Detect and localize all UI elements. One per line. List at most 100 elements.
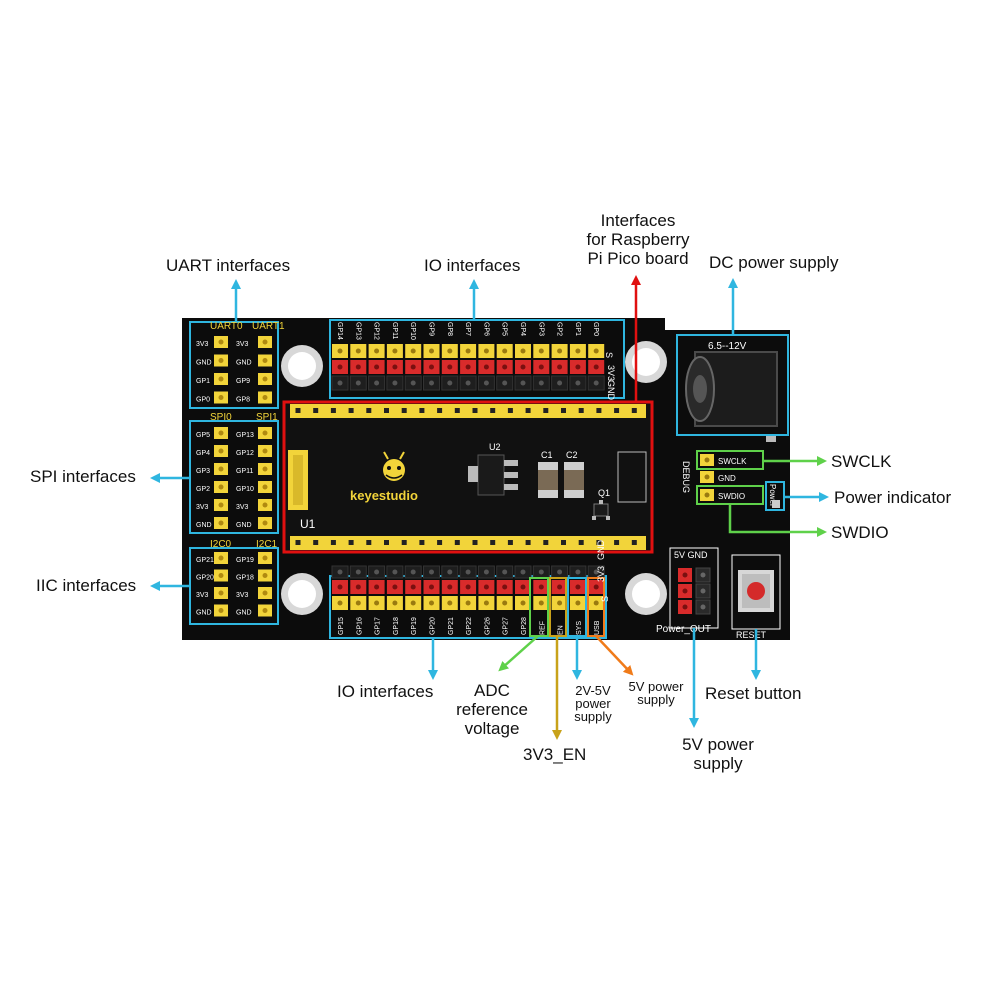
top-io-pin-label: GP5 xyxy=(501,322,508,336)
i2c0-pin-label: GP21 xyxy=(196,557,214,564)
bottom-io-pin-label: GP20 xyxy=(430,617,437,635)
ref-pin-outline xyxy=(529,577,549,637)
uart0-pin-label: GND xyxy=(196,360,212,367)
bottom-io-pin-label: GP26 xyxy=(484,617,491,635)
bottom-io-pin-label: GP21 xyxy=(448,617,455,635)
spi1-pin-label: GP12 xyxy=(236,450,254,457)
u1-connector-inner xyxy=(293,455,303,505)
spi1-pin-label: GP10 xyxy=(236,486,254,493)
adc-reference-label: ADC reference voltage xyxy=(456,681,528,738)
3v3-en-label: 3V3_EN xyxy=(523,745,587,764)
uart1-pin-label: GP9 xyxy=(236,378,250,385)
arrows xyxy=(150,275,829,740)
top-io-pin-label: GP6 xyxy=(482,322,489,336)
uart1-pin-label: 3V3 xyxy=(236,341,249,348)
spi1-label: SPI1 xyxy=(256,412,278,423)
spi1-pin-label: GP13 xyxy=(236,432,254,439)
swdio-arrow xyxy=(728,504,827,537)
bottom-s-label: S xyxy=(600,596,610,602)
5v-power-supply-label: 5V power supply xyxy=(682,735,754,773)
uart0-pin-label: GP0 xyxy=(196,397,210,404)
5v-supply-small-label: 5V power supply xyxy=(628,679,684,707)
uart1-pin-label: GND xyxy=(236,360,252,367)
gnd-pin-label: GND xyxy=(718,474,736,483)
top-io-pin-label: GP2 xyxy=(556,322,563,336)
spi0-label: SPI0 xyxy=(210,412,232,423)
top-io-pin-label: GP3 xyxy=(537,322,544,336)
u1-label: U1 xyxy=(300,517,316,531)
reset-button-label: Reset button xyxy=(705,684,802,703)
left-headers: 3V3GNDGP1GP03V3GNDGP9GP8GP5GP4GP3GP23V3G… xyxy=(196,336,272,617)
bottom-io-pin-label: GP15 xyxy=(338,617,345,635)
dc-jack xyxy=(685,351,778,427)
dc-rating-label: 6.5--12V xyxy=(708,341,747,352)
bottom-io-pin-label: GP22 xyxy=(466,617,473,635)
spi1-pin-label: GND xyxy=(236,522,252,529)
dc-power-supply-label: DC power supply xyxy=(709,253,839,272)
bottom-io-pin-label: GP18 xyxy=(393,617,400,635)
pico-header-holes xyxy=(295,408,637,545)
reset-button[interactable] xyxy=(738,570,774,612)
spi0-pin-label: GND xyxy=(196,522,212,529)
io-top-outline xyxy=(329,319,625,399)
i2c0-pin-label: GND xyxy=(196,610,212,617)
brand-label: keyestudio xyxy=(350,488,418,503)
power-led-label: Power xyxy=(768,484,777,507)
uart-group-outline xyxy=(189,321,279,409)
bottom-3v3-label: 3V3 xyxy=(596,566,606,582)
pico-interfaces-label: Interfaces for Raspberry Pi Pico board xyxy=(586,211,690,268)
iic-interfaces-label: IIC interfaces xyxy=(36,576,137,595)
i2c0-pin-label: 3V3 xyxy=(196,592,209,599)
power-out-header-label: 5V GND xyxy=(674,550,708,560)
c2-label: C2 xyxy=(566,450,578,460)
pico-top-header xyxy=(290,404,646,418)
uart-interfaces-label: UART interfaces xyxy=(166,256,291,275)
i2c1-pin-label: 3V3 xyxy=(236,592,249,599)
power-out-header xyxy=(678,567,711,615)
top-io-pin-label: GP10 xyxy=(409,322,416,340)
top-io-pin-label: GP12 xyxy=(373,322,380,340)
keyestudio-logo xyxy=(383,451,405,481)
debug-label: DEBUG xyxy=(681,461,691,493)
dc-led-smd xyxy=(766,436,776,442)
u2-regulator xyxy=(468,454,518,496)
usb-arrow xyxy=(595,635,634,676)
uart1-pin-label: GP8 xyxy=(236,397,250,404)
bottom-io-pin-label: REF xyxy=(539,621,546,635)
bottom-io-pin-label: EN xyxy=(558,625,565,635)
top-s-label: S xyxy=(604,352,614,358)
adc-arrow xyxy=(498,635,539,672)
uart0-pin-label: 3V3 xyxy=(196,341,209,348)
top-io-pin-label: GP1 xyxy=(574,322,581,336)
top-gnd-label: GND xyxy=(606,380,616,401)
2v-5v-supply-label: 2V-5V power supply xyxy=(574,683,612,724)
io-interfaces-top-label: IO interfaces xyxy=(424,256,521,275)
u2-label: U2 xyxy=(489,442,501,452)
top-3v3-label: 3V3 xyxy=(606,365,616,381)
bottom-io-pin-label: GP28 xyxy=(521,617,528,635)
silkscreen-box xyxy=(617,451,647,503)
q1-label: Q1 xyxy=(598,488,610,498)
swdio-label: SWDIO xyxy=(831,523,889,542)
spi1-pin-label: 3V3 xyxy=(236,504,249,511)
i2c0-label: I2C0 xyxy=(210,539,232,550)
bottom-io-pin-label: USB xyxy=(594,620,601,635)
bottom-gnd-label: GND xyxy=(596,540,606,561)
c1-label: C1 xyxy=(541,450,553,460)
i2c1-pin-label: GP18 xyxy=(236,575,254,582)
uart0-label: UART0 xyxy=(210,321,243,332)
bottom-io-pin-label: GP17 xyxy=(375,617,382,635)
swclk-pin-label: SWCLK xyxy=(718,457,747,466)
uart1-label: UART1 xyxy=(252,321,285,332)
spi1-pin-label: GP11 xyxy=(236,468,253,475)
top-io-pin-label: GP14 xyxy=(336,322,343,340)
top-io-pin-label: GP4 xyxy=(519,322,526,336)
swclk-label: SWCLK xyxy=(831,452,892,471)
bottom-io-pin-label: GP27 xyxy=(503,617,510,635)
bottom-io-pin-label: GP19 xyxy=(411,617,418,635)
top-io-pin-label: GP9 xyxy=(428,322,435,336)
spi0-pin-label: GP2 xyxy=(196,486,210,493)
i2c1-pin-label: GP19 xyxy=(236,557,254,564)
